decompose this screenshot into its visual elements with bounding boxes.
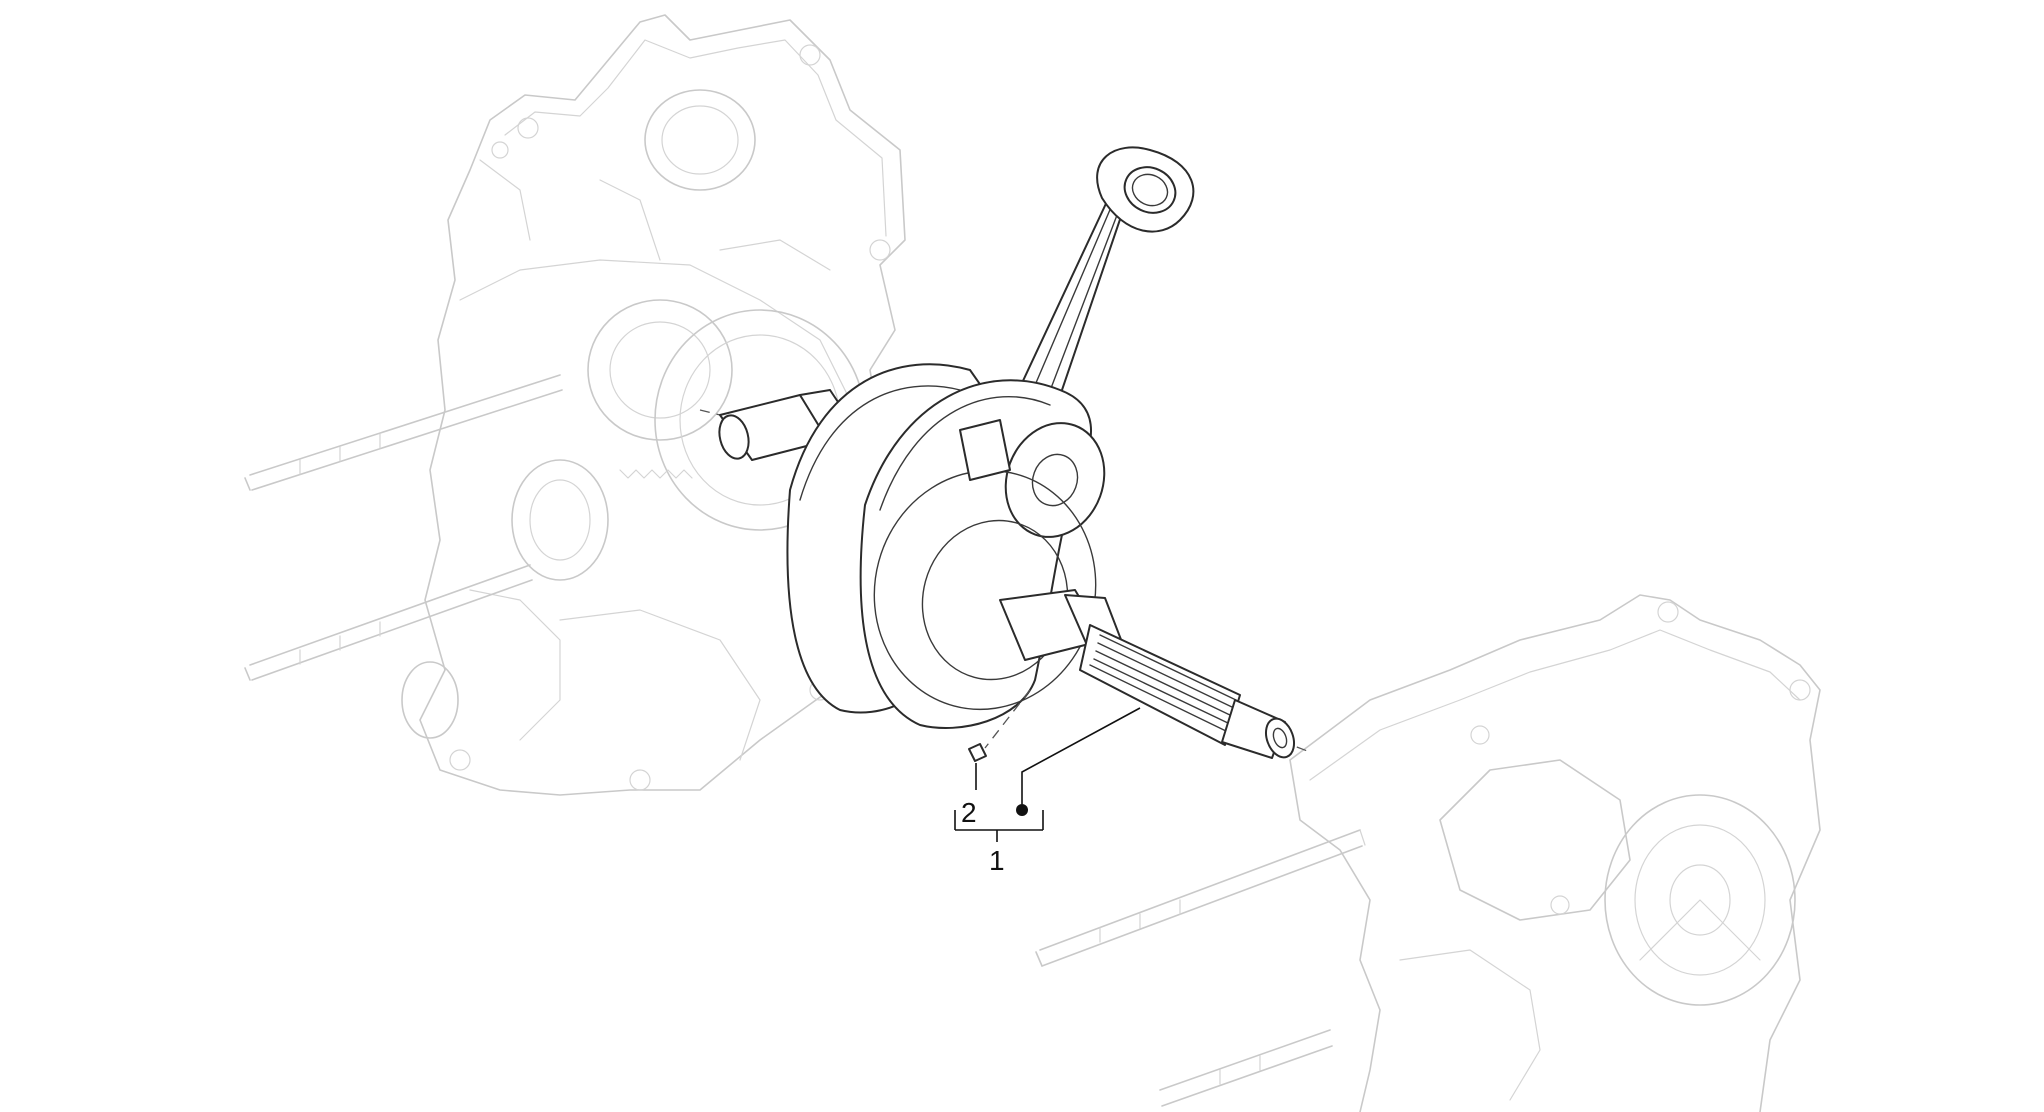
leader-line-1 <box>1021 707 1141 804</box>
callout-label-2: 2 <box>961 797 977 828</box>
crankshaft-assembly <box>699 146 1311 762</box>
connecting-rod <box>999 146 1195 441</box>
callout-bracket <box>954 810 1044 842</box>
callout-dot <box>1016 804 1028 816</box>
callout-label-1: 1 <box>989 845 1005 876</box>
right-crankcase-half <box>1035 594 1821 1112</box>
right-main-shaft <box>999 589 1296 759</box>
crank-pin <box>959 419 1011 481</box>
woodruff-key <box>968 689 1031 762</box>
callouts: 2 1 <box>954 707 1141 876</box>
